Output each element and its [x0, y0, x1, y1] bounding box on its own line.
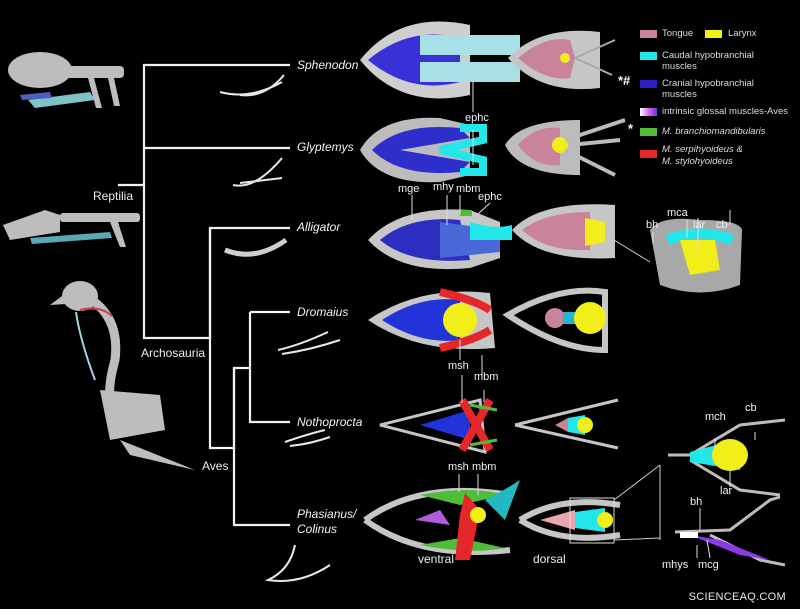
legend-row-glossal: intrinsic glossal muscles-Aves [640, 106, 800, 126]
swatch-tongue [640, 30, 657, 38]
skull-dorsal-sphenodon [508, 30, 616, 90]
skeleton-sphenodon [8, 52, 124, 108]
view-label-ventral: ventral [418, 552, 455, 566]
label-ephc-sphenodon: ephc [465, 112, 489, 124]
swatch-caudal-hypobranchial [640, 52, 657, 60]
clade-reptilia: Reptilia [93, 189, 134, 203]
label-bh-alligator: bh [646, 219, 659, 231]
skull-dorsal-dromaius [502, 287, 608, 354]
taxon-colinus: Colinus [297, 522, 338, 536]
taxon-glyptemys: Glyptemys [297, 140, 354, 154]
clade-aves: Aves [202, 459, 229, 473]
label-mcg: mcg [698, 559, 719, 571]
swatch-intrinsic-glossal [640, 108, 657, 116]
label-lar-bird: lar [720, 485, 733, 497]
view-label-dorsal: dorsal [533, 552, 566, 566]
legend-label-cranial: Cranial hypobranchial muscles [662, 78, 754, 100]
label-mch: mch [705, 411, 726, 423]
legend: Tongue Larynx Caudal hypobranchial muscl… [618, 28, 800, 170]
legend-row-branchiomandibularis: * M. branchiomandibularis [628, 122, 800, 144]
leader-lines [411, 78, 756, 559]
detail-alligator-larynx [613, 218, 742, 293]
taxon-alligator: Alligator [297, 220, 341, 234]
legend-label-stylohyoideus: M. stylohyoideus [662, 156, 733, 167]
swatch-cranial-hypobranchial [640, 80, 657, 88]
swatch-branchiomandibularis [640, 128, 657, 136]
label-mbm-alligator: mbm [456, 183, 481, 195]
label-lar-alligator: lar [693, 219, 706, 231]
hyoid-sketches [219, 74, 341, 582]
label-mca: mca [667, 207, 688, 219]
phylogeny-tree [118, 63, 290, 527]
swatch-larynx [705, 30, 722, 38]
skull-dorsal-phasianus [518, 497, 621, 544]
taxon-phasianus: Phasianus/ [297, 507, 357, 521]
legend-label-larynx: Larynx [728, 28, 757, 39]
legend-label-branchiomandibularis: M. branchiomandibularis [662, 126, 766, 137]
label-mbm-dromaius: mbm [474, 371, 499, 383]
skull-ventral-sphenodon [360, 21, 520, 99]
label-mhy: mhy [433, 181, 454, 193]
label-msh-dromaius: msh [448, 360, 469, 372]
label-msh-phasianus: msh [448, 461, 469, 473]
legend-label-serpihyoideus: M. serpihyoideus & [662, 144, 743, 155]
skull-ventral-nothoprocta [379, 398, 498, 454]
label-mge: mge [398, 183, 420, 195]
label-mbm-phasianus: mbm [472, 461, 497, 473]
skull-ventral-phasianus [363, 480, 520, 560]
legend-label-caudal: Caudal hypobranchial muscles [662, 50, 754, 72]
legend-label-glossal: intrinsic glossal muscles-Aves [662, 106, 789, 117]
swatch-serpihyoideus [640, 150, 657, 158]
label-cb-bird: cb [745, 402, 757, 414]
taxon-dromaius: Dromaius [297, 305, 349, 319]
taxon-sphenodon: Sphenodon [297, 58, 359, 72]
detail-bird-glossal [674, 495, 786, 567]
label-ephc-alligator: ephc [478, 191, 502, 203]
legend-label-tongue: Tongue [662, 28, 694, 39]
legend-row-caudal: Caudal hypobranchial muscles [640, 50, 800, 78]
skull-dorsal-alligator [512, 204, 615, 259]
skull-dorsal-nothoprocta [514, 398, 619, 450]
legend-row-serpihyoideus: M. serpihyoideus & M. stylohyoideus [640, 144, 800, 170]
legend-row-tongue-larynx: Tongue Larynx [640, 28, 800, 50]
clade-archosauria: Archosauria [141, 346, 206, 360]
label-cb-alligator: cb [716, 219, 728, 231]
skull-ventral-dromaius [368, 288, 495, 352]
marker-star-hash: *# [618, 73, 631, 88]
marker-star: * [628, 121, 634, 136]
label-bh-bird: bh [690, 496, 703, 508]
legend-row-cranial: *# Cranial hypobranchial muscles [618, 74, 800, 106]
skull-dorsal-glyptemys [505, 118, 626, 177]
watermark: SCIENCEAQ.COM [688, 591, 786, 603]
skeleton-bird [50, 281, 195, 470]
skull-ventral-alligator [368, 209, 512, 270]
inset-connectors [613, 464, 661, 541]
label-mhys: mhys [662, 559, 689, 571]
skeleton-alligator [3, 210, 140, 247]
detail-bird-larynx [668, 418, 786, 497]
skull-ventral-glyptemys [360, 117, 487, 183]
taxon-nothoprocta: Nothoprocta [297, 415, 363, 429]
